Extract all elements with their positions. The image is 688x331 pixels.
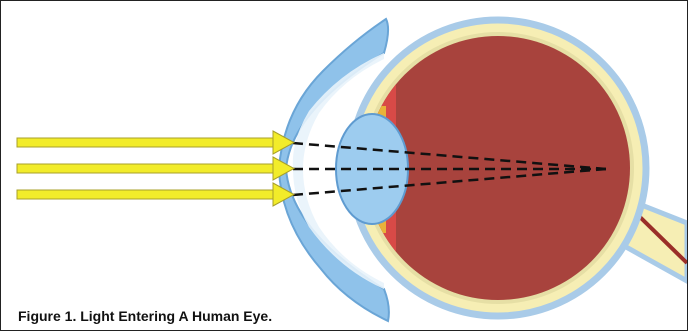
light-ray-arrow xyxy=(17,183,294,206)
light-ray-arrow xyxy=(17,131,294,154)
light-ray-arrow xyxy=(17,157,294,180)
figure-caption: Figure 1. Light Entering A Human Eye. xyxy=(18,308,272,324)
light-rays xyxy=(17,131,294,206)
